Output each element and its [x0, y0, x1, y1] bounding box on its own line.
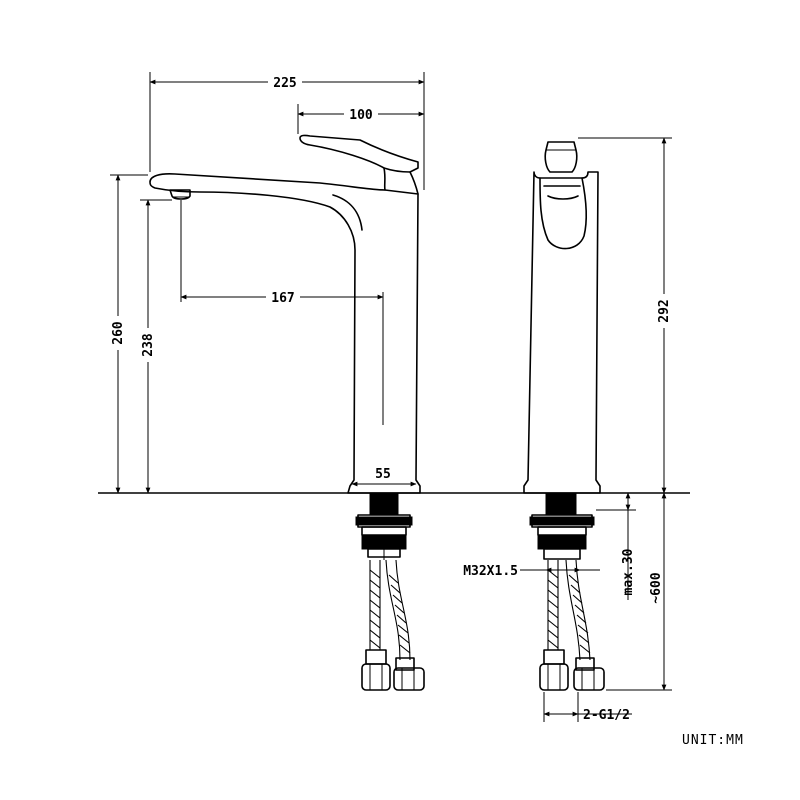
- svg-text:238: 238: [141, 333, 156, 357]
- svg-text:2-G1/2: 2-G1/2: [583, 708, 630, 723]
- svg-text:100: 100: [349, 108, 373, 123]
- svg-text:max.30: max.30: [621, 548, 636, 595]
- hose-left-front: [547, 560, 559, 650]
- side-view-faucet: [149, 134, 425, 691]
- hose-right-side: [385, 559, 411, 661]
- dimension-thread: M32X1.5: [463, 564, 600, 579]
- dimension-hose-length: ~600: [606, 492, 672, 691]
- dimension-spout-height: 238: [140, 199, 172, 494]
- dimension-spout-reach: 167: [180, 200, 384, 425]
- dimension-base-diameter: 55: [351, 466, 417, 487]
- svg-text:55: 55: [375, 467, 391, 482]
- svg-text:292: 292: [657, 299, 672, 322]
- front-view-faucet: [523, 141, 605, 691]
- dimension-body-height: 260: [110, 174, 148, 494]
- dimension-handle-width: 100: [297, 104, 425, 134]
- svg-text:M32X1.5: M32X1.5: [463, 564, 518, 579]
- unit-label: UNIT:MM: [682, 733, 744, 748]
- dimension-max-thickness: max.30: [596, 492, 636, 600]
- dimension-overall-width: 225: [149, 72, 425, 190]
- svg-text:167: 167: [271, 291, 294, 306]
- svg-text:~600: ~600: [649, 572, 664, 603]
- dimension-hose-connector: 2-G1/2: [543, 692, 632, 723]
- svg-text:260: 260: [111, 321, 126, 345]
- hose-left-side: [369, 560, 381, 650]
- dimension-total-height: 292: [578, 137, 672, 494]
- svg-text:225: 225: [273, 76, 296, 91]
